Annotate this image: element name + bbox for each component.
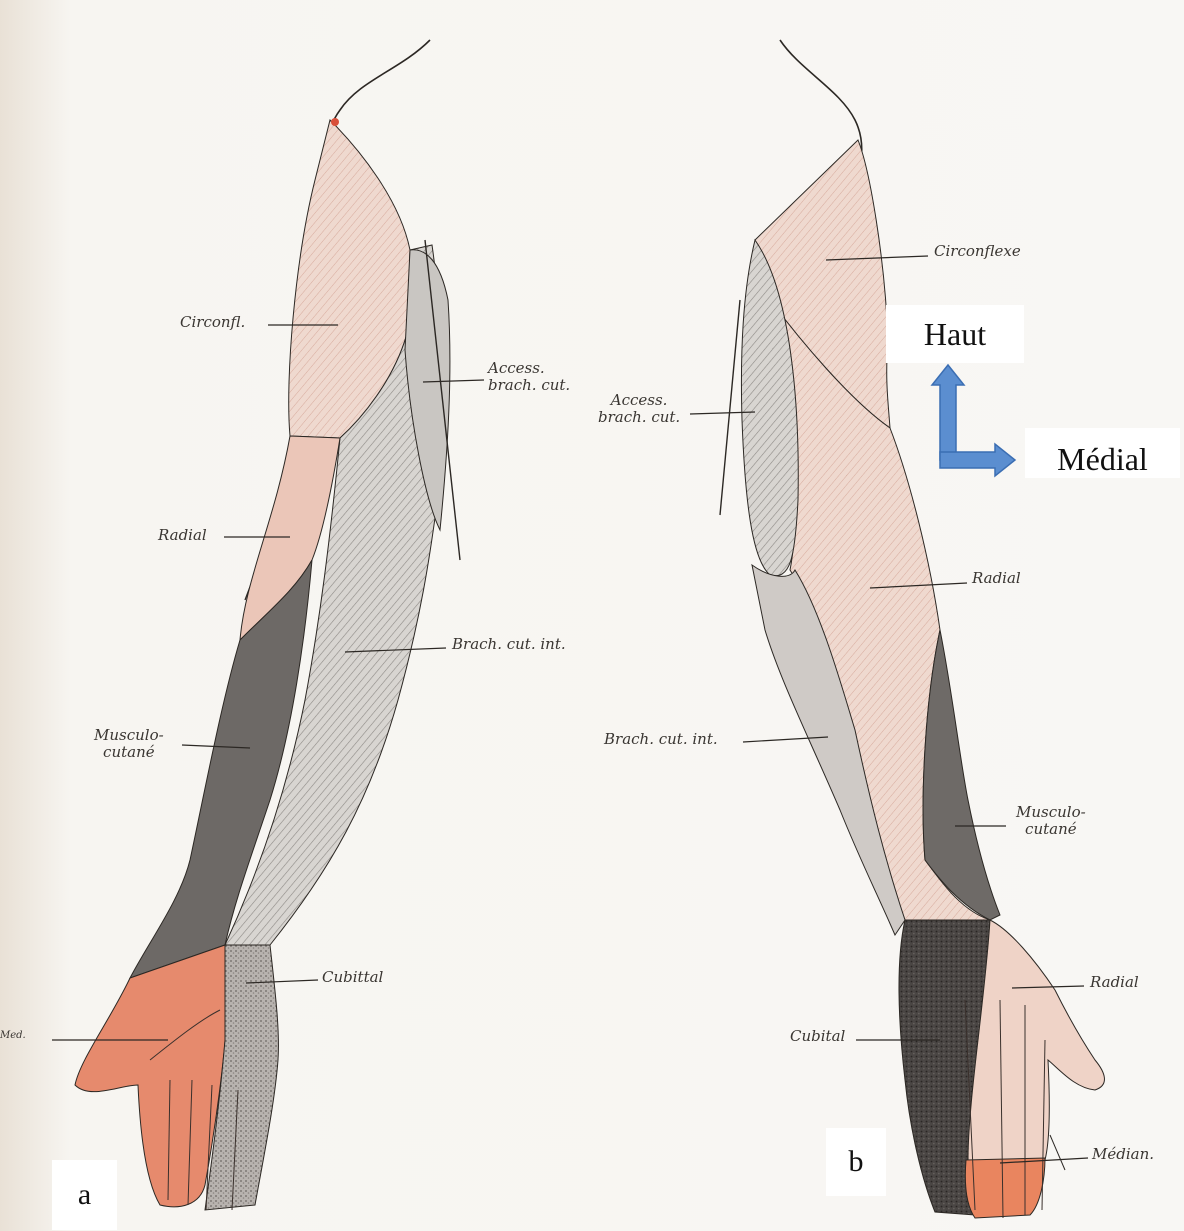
label-a-musculo-cutane: Musculo- cutané (94, 727, 164, 762)
label-b-musculo-cutane: Musculo- cutané (1016, 804, 1086, 839)
label-b-cubital: Cubital (790, 1028, 845, 1045)
label-a-circonflexe: Circonfl. (180, 314, 245, 331)
label-b-circonflexe: Circonflexe (934, 243, 1021, 260)
label-b-radial-hand: Radial (1090, 974, 1139, 991)
panel-marker-a: a (52, 1160, 117, 1230)
label-b-accessoire: Access. brach. cut. (598, 392, 680, 427)
label-b-radial-arm: Radial (972, 570, 1021, 587)
orientation-up-label: Haut (886, 305, 1024, 363)
label-a-cubital: Cubittal (322, 969, 383, 986)
label-a-accessoire: Access. brach. cut. (488, 360, 570, 395)
orientation-medial-label: Médial (1025, 428, 1180, 478)
label-b-brachial-cutane-interne: Brach. cut. int. (604, 731, 718, 748)
label-a-brachial-cutane-interne: Brach. cut. int. (452, 636, 566, 653)
label-b-median: Médian. (1092, 1146, 1154, 1163)
label-a-radial: Radial (158, 527, 207, 544)
panel-marker-b: b (826, 1128, 886, 1196)
zone-b-median (965, 1158, 1045, 1218)
label-a-median: Med. (0, 1030, 26, 1042)
